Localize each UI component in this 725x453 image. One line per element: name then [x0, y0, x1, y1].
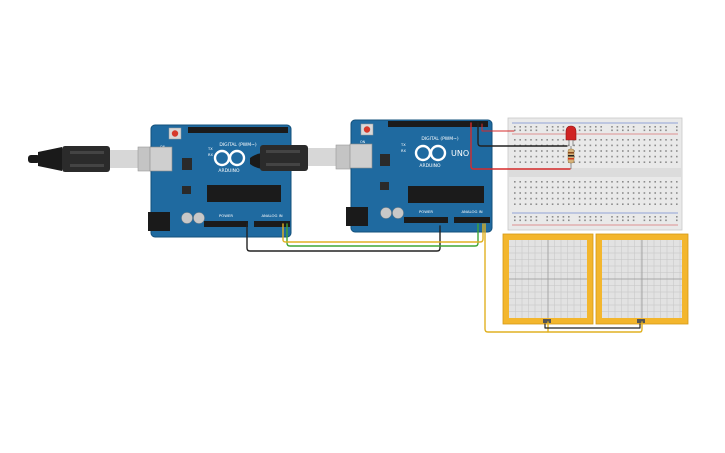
tx-label: TX — [400, 143, 406, 147]
wire-yellow-pads-2[interactable] — [547, 321, 643, 333]
digital-header[interactable] — [188, 127, 288, 133]
wire-black[interactable] — [246, 223, 441, 252]
rx-label: RX — [208, 153, 213, 157]
analog-header[interactable] — [254, 221, 290, 227]
wire-green[interactable] — [286, 223, 479, 247]
usb-cable-left[interactable] — [28, 146, 171, 172]
wire-red[interactable] — [470, 122, 571, 170]
red-led[interactable] — [565, 125, 577, 146]
usb-port[interactable] — [349, 143, 373, 169]
wire-yellow-pads[interactable] — [484, 223, 549, 333]
analog-label: ANALOG IN — [261, 213, 282, 218]
brand-label: ARDUINO — [419, 163, 441, 169]
digital-label: DIGITAL (PWM~) — [219, 142, 257, 148]
wire-red-rail[interactable] — [481, 123, 515, 132]
power-label: POWER — [219, 213, 233, 218]
usb-port[interactable] — [149, 146, 173, 172]
arduino-board-2[interactable]: DIGITAL (PWM~) UNO ARDUINO TX RX ON POWE… — [346, 119, 493, 233]
brand-label: ARDUINO — [218, 168, 240, 174]
atmega-chip — [408, 186, 484, 203]
tx-label: TX — [207, 147, 213, 151]
arduino-logo — [213, 149, 246, 167]
breadboard-holes — [514, 126, 678, 222]
power-label: POWER — [419, 209, 433, 214]
resistor[interactable] — [567, 146, 575, 169]
power-header[interactable] — [204, 221, 248, 227]
power-jack[interactable] — [346, 207, 368, 226]
power-jack[interactable] — [148, 212, 170, 231]
touchpad-right[interactable] — [595, 233, 689, 325]
digital-header[interactable] — [388, 121, 488, 127]
wire-black-bb[interactable] — [477, 122, 568, 147]
atmega-chip — [207, 185, 281, 202]
analog-label: ANALOG IN — [461, 209, 482, 214]
wire-yellow-top[interactable] — [282, 223, 484, 243]
arduino-logo — [414, 144, 447, 162]
arduino-board-1[interactable]: DIGITAL (PWM~) ARDUINO TX RX ON POWER AN… — [148, 124, 292, 238]
touchpad-left[interactable] — [502, 233, 594, 325]
analog-header[interactable] — [454, 217, 490, 223]
power-header[interactable] — [404, 217, 448, 223]
rx-label: RX — [401, 149, 406, 153]
on-label: ON — [360, 140, 366, 144]
breadboard[interactable] — [507, 117, 683, 231]
uno-label: UNO — [451, 149, 469, 158]
wire-black-pad[interactable] — [544, 323, 641, 329]
digital-label: DIGITAL (PWM~) — [421, 136, 459, 142]
